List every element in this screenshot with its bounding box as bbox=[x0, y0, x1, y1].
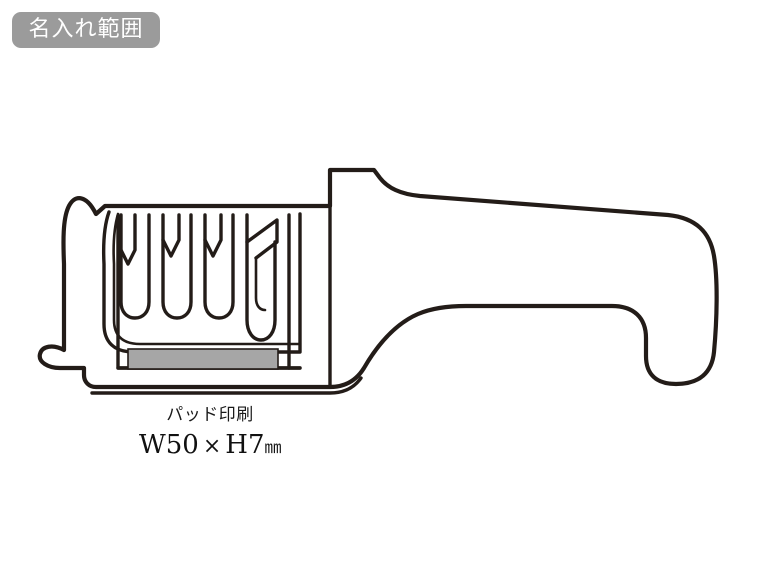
print-spec-caption: パッド印刷 W50×H7㎜ bbox=[0, 404, 420, 463]
sharpening-slot-1-channel bbox=[119, 213, 151, 320]
knife-sharpener-svg bbox=[37, 167, 719, 395]
multiply-sign: × bbox=[202, 433, 222, 459]
sharpening-slot-4-channel bbox=[245, 240, 277, 342]
status-badge: 名入れ範囲 bbox=[12, 12, 160, 48]
print-dimensions-label: W50×H7㎜ bbox=[0, 429, 420, 463]
sharpening-slot-2 bbox=[161, 213, 181, 258]
sharpening-slot-2-channel bbox=[161, 213, 193, 320]
print-method-label: パッド印刷 bbox=[166, 405, 254, 425]
product-illustration bbox=[0, 160, 760, 410]
sharpener-outline bbox=[37, 167, 719, 390]
print-height-value: H7 bbox=[225, 429, 265, 460]
sharpening-slot-3 bbox=[203, 213, 223, 258]
sharpening-slot-1 bbox=[119, 213, 137, 266]
print-area-rectangle bbox=[127, 348, 279, 370]
sharpening-slot-group bbox=[119, 213, 291, 370]
base-plate-line bbox=[90, 376, 363, 395]
shell-inner-frame bbox=[112, 212, 302, 346]
badge-label: 名入れ範囲 bbox=[28, 16, 144, 42]
sharpening-slot-4-blade-guide bbox=[245, 213, 279, 260]
sharpening-slot-4-inner-line bbox=[254, 256, 267, 312]
print-width-value: W50 bbox=[139, 429, 199, 460]
sharpening-slot-3-channel bbox=[203, 213, 235, 320]
print-unit-label: ㎜ bbox=[264, 437, 281, 458]
